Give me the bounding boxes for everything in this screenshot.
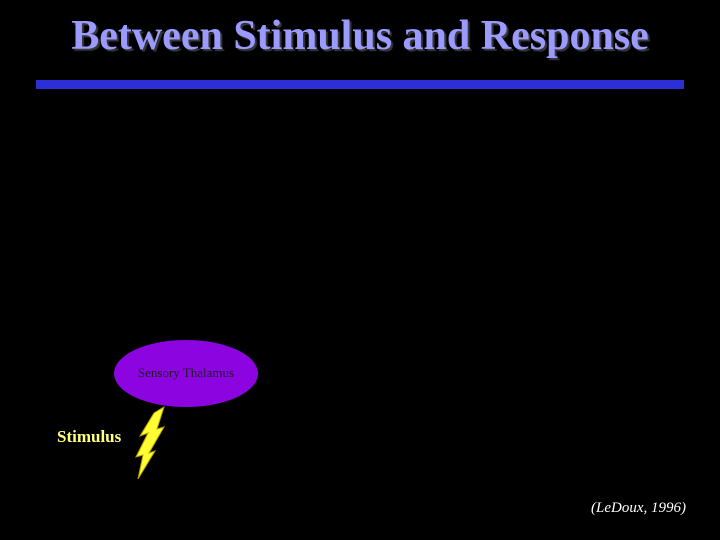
sensory-thalamus-label: Sensory Thalamus: [137, 365, 235, 380]
stimulus-label: Stimulus: [57, 427, 122, 446]
slide-title: Between Stimulus and Response: [71, 13, 649, 59]
title-divider: [36, 80, 684, 89]
citation: (LeDoux, 1996): [591, 500, 686, 516]
sensory-thalamus-node: [114, 340, 258, 407]
lightning-bolt-icon: [135, 405, 166, 480]
